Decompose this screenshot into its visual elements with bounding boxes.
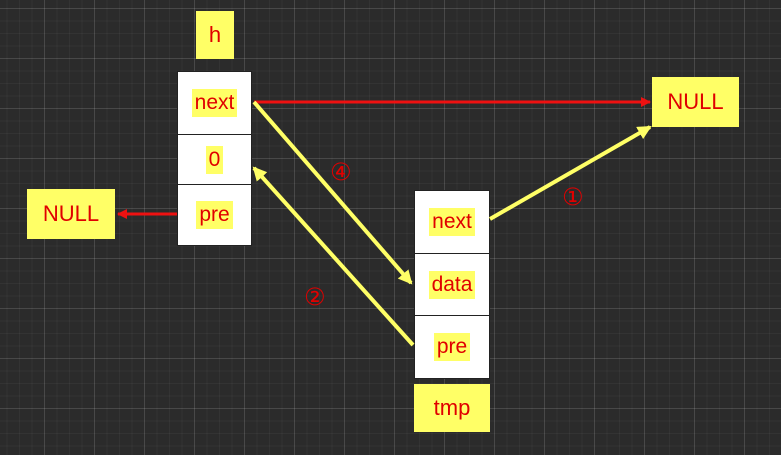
- head-next-cell: next: [178, 72, 251, 134]
- tmp-pre-text: pre: [433, 333, 471, 361]
- step-two-marker: ②: [304, 283, 326, 311]
- tmp-data-text: data: [428, 270, 476, 299]
- null-left-label: NULL: [27, 189, 115, 239]
- head-pre-text: pre: [196, 201, 233, 229]
- head-node: next 0 pre: [177, 71, 252, 246]
- head-name-label: h: [196, 11, 234, 59]
- step-one-marker: ①: [562, 183, 584, 211]
- tmp-node: next data pre: [414, 190, 490, 379]
- step2-tmp-pre-to-head-arrow: [252, 166, 415, 347]
- tmp-pre-cell: pre: [415, 315, 489, 378]
- head-next-text: next: [191, 89, 238, 117]
- tmp-data-cell: data: [415, 253, 489, 315]
- tmp-next-text: next: [429, 208, 475, 236]
- head-data-text: 0: [205, 145, 224, 174]
- tmp-name-label: tmp: [414, 384, 490, 432]
- head-data-cell: 0: [178, 134, 251, 184]
- null-right-label: NULL: [652, 77, 739, 127]
- step1-tmp-next-to-null-arrow: [489, 125, 652, 221]
- step-four-marker: ④: [330, 158, 352, 186]
- step4-head-next-to-tmp-arrow: [252, 100, 413, 285]
- head-pre-cell: pre: [178, 184, 251, 245]
- tmp-next-cell: next: [415, 191, 489, 253]
